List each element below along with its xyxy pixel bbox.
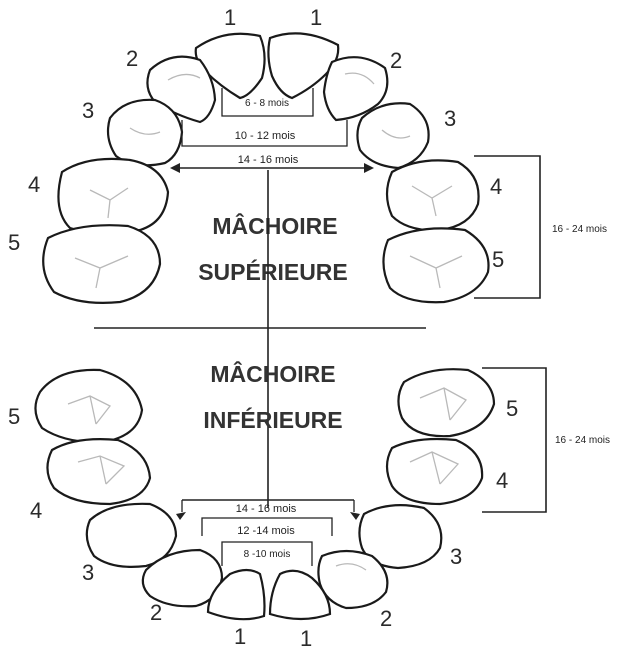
upper-lateral-age: 10 - 12 mois — [235, 130, 296, 142]
tooth-number: 1 — [310, 5, 322, 30]
tooth-number: 3 — [82, 98, 94, 123]
tooth-number: 2 — [380, 606, 392, 631]
tooth-number: 5 — [8, 404, 20, 429]
lower-right-lateral-incisor — [318, 551, 387, 608]
tooth-number: 4 — [496, 468, 508, 493]
tooth-number: 4 — [28, 172, 40, 197]
tooth-number: 2 — [150, 600, 162, 625]
lower-left-first-molar — [47, 439, 150, 504]
upper-right-first-molar — [387, 160, 479, 230]
tooth-number: 5 — [506, 396, 518, 421]
lower-canine-age: 14 - 16 mois — [236, 503, 297, 515]
lower-molar-age: 16 - 24 mois — [555, 435, 610, 446]
tooth-number: 4 — [30, 498, 42, 523]
upper-jaw-title-line1: MÂCHOIRE — [212, 212, 337, 239]
upper-right-canine — [357, 103, 428, 168]
upper-right-second-molar — [383, 228, 488, 302]
lower-central-age: 8 -10 mois — [244, 549, 291, 560]
lower-lateral-age: 12 -14 mois — [237, 525, 295, 537]
tooth-number: 4 — [490, 174, 502, 199]
tooth-number: 1 — [224, 5, 236, 30]
lower-right-first-molar — [387, 439, 482, 504]
arrow-left-icon — [170, 163, 180, 173]
tooth-number: 2 — [126, 46, 138, 71]
upper-molar-age: 16 - 24 mois — [552, 224, 607, 235]
tooth-number: 2 — [390, 48, 402, 73]
upper-left-second-molar — [43, 225, 160, 303]
arrow-down-right-icon — [350, 512, 360, 520]
arrow-right-icon — [364, 163, 374, 173]
upper-central-age: 6 - 8 mois — [245, 98, 289, 109]
arrow-down-left-icon — [176, 512, 186, 520]
lower-left-second-molar — [35, 370, 142, 442]
lower-jaw-title-line2: INFÉRIEURE — [203, 406, 342, 433]
tooth-number: 5 — [492, 247, 504, 272]
upper-left-canine — [108, 100, 182, 166]
tooth-number: 3 — [450, 544, 462, 569]
tooth-number: 1 — [234, 624, 246, 649]
upper-canine-age: 14 - 16 mois — [238, 154, 299, 166]
tooth-number: 3 — [82, 560, 94, 585]
lower-jaw-title-line1: MÂCHOIRE — [210, 360, 335, 387]
tooth-number: 5 — [8, 230, 20, 255]
upper-jaw-title-line2: SUPÉRIEURE — [198, 258, 348, 285]
tooth-number: 1 — [300, 626, 312, 651]
tooth-number: 3 — [444, 106, 456, 131]
upper-left-first-molar — [58, 159, 168, 234]
